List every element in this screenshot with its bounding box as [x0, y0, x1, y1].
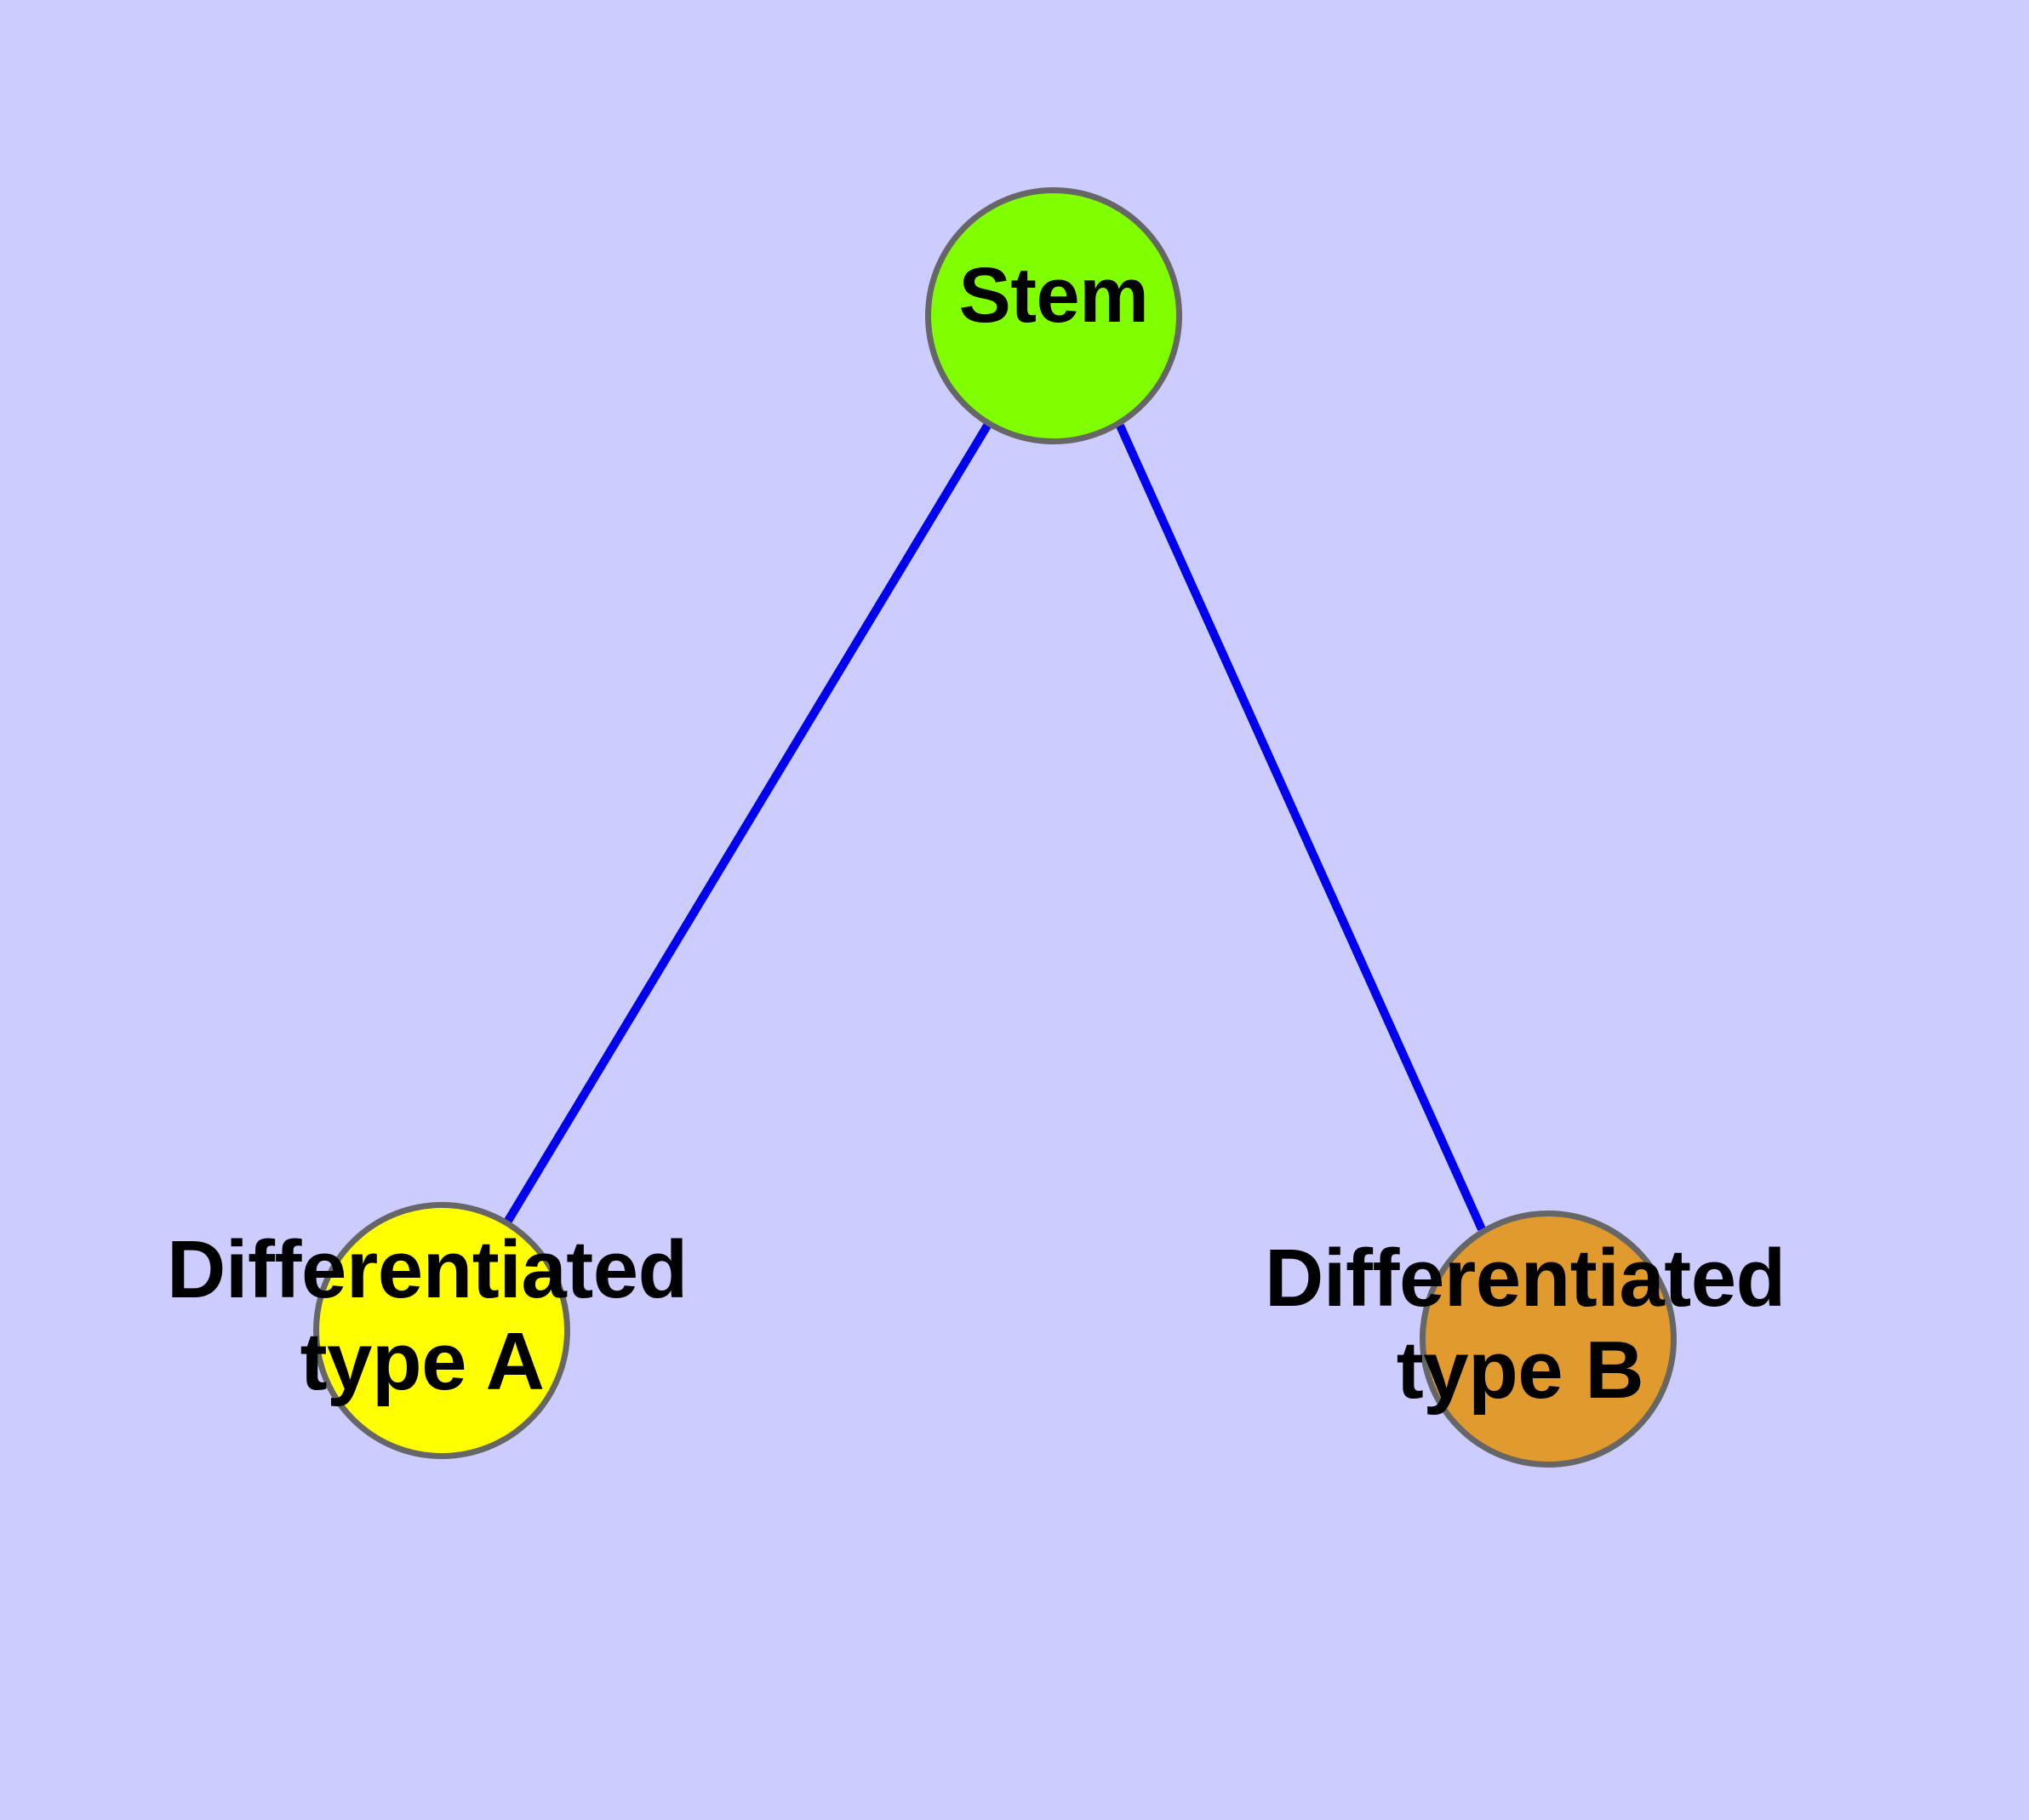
- node-label-line-1: Differentiated: [1265, 1233, 1786, 1324]
- node-differentiated-type-a[interactable]: [313, 1202, 570, 1459]
- node-label-line-1: Differentiated: [167, 1224, 688, 1315]
- node-stem[interactable]: [925, 187, 1182, 444]
- edge-stem-to-differentiated-type-b: [1116, 423, 1486, 1232]
- node-differentiated-type-b[interactable]: [1420, 1210, 1677, 1468]
- node-label-stem: Stem: [958, 252, 1149, 339]
- edge-stem-to-differentiated-type-a: [504, 423, 992, 1223]
- edge-layer: [504, 423, 1486, 1232]
- node-layer: [313, 187, 1677, 1468]
- node-label-line-2: type B: [1396, 1324, 1644, 1416]
- node-label-line-2: type A: [300, 1315, 545, 1407]
